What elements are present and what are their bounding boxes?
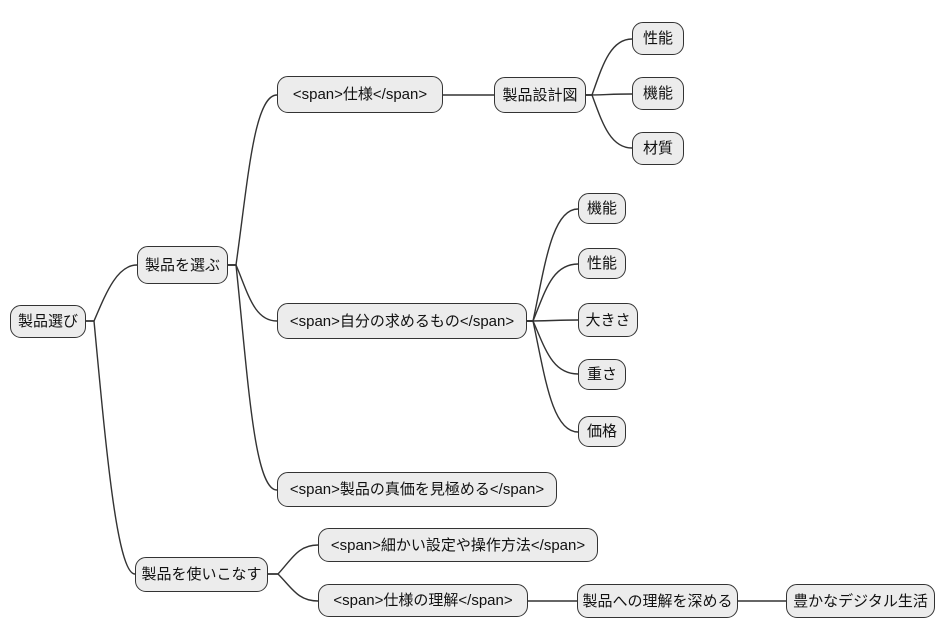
edge-wants-size — [526, 319, 579, 322]
edge-root-master — [85, 320, 136, 575]
node-understand-specs-span: <span>仕様の理解</span> — [318, 584, 528, 617]
node-assess-true-value-span: <span>製品の真価を見極める</span> — [277, 472, 557, 507]
node-size: 大きさ — [578, 303, 638, 337]
edge-blueprint-perf1 — [585, 38, 633, 96]
node-performance-1: 性能 — [632, 22, 684, 55]
edge-choose-wants — [227, 264, 278, 322]
node-settings-operations-span: <span>細かい設定や操作方法</span> — [318, 528, 598, 562]
node-deepen-understanding: 製品への理解を深める — [577, 584, 738, 618]
node-features-2: 機能 — [578, 193, 626, 224]
node-choose-product: 製品を選ぶ — [137, 246, 228, 284]
node-rich-digital-life: 豊かなデジタル生活 — [786, 584, 935, 618]
node-price: 価格 — [578, 416, 626, 447]
node-product-selection: 製品選び — [10, 305, 86, 338]
node-features-1: 機能 — [632, 77, 684, 110]
node-weight: 重さ — [578, 359, 626, 390]
node-material: 材質 — [632, 132, 684, 165]
node-what-you-want-span: <span>自分の求めるもの</span> — [277, 303, 527, 339]
edge-master-understand — [267, 573, 319, 602]
edge-choose-value — [227, 264, 278, 491]
edge-master-settings — [267, 544, 319, 575]
node-master-product: 製品を使いこなす — [135, 557, 268, 592]
edge-wants-perf2 — [526, 263, 579, 322]
node-specs-span: <span>仕様</span> — [277, 76, 443, 113]
edge-choose-specs — [227, 94, 278, 266]
edge-root-choose — [85, 264, 138, 322]
edge-wants-func2 — [526, 208, 579, 322]
edge-blueprint-material — [585, 94, 633, 149]
edge-wants-price — [526, 320, 579, 433]
node-product-blueprint: 製品設計図 — [494, 77, 586, 113]
node-performance-2: 性能 — [578, 248, 626, 279]
